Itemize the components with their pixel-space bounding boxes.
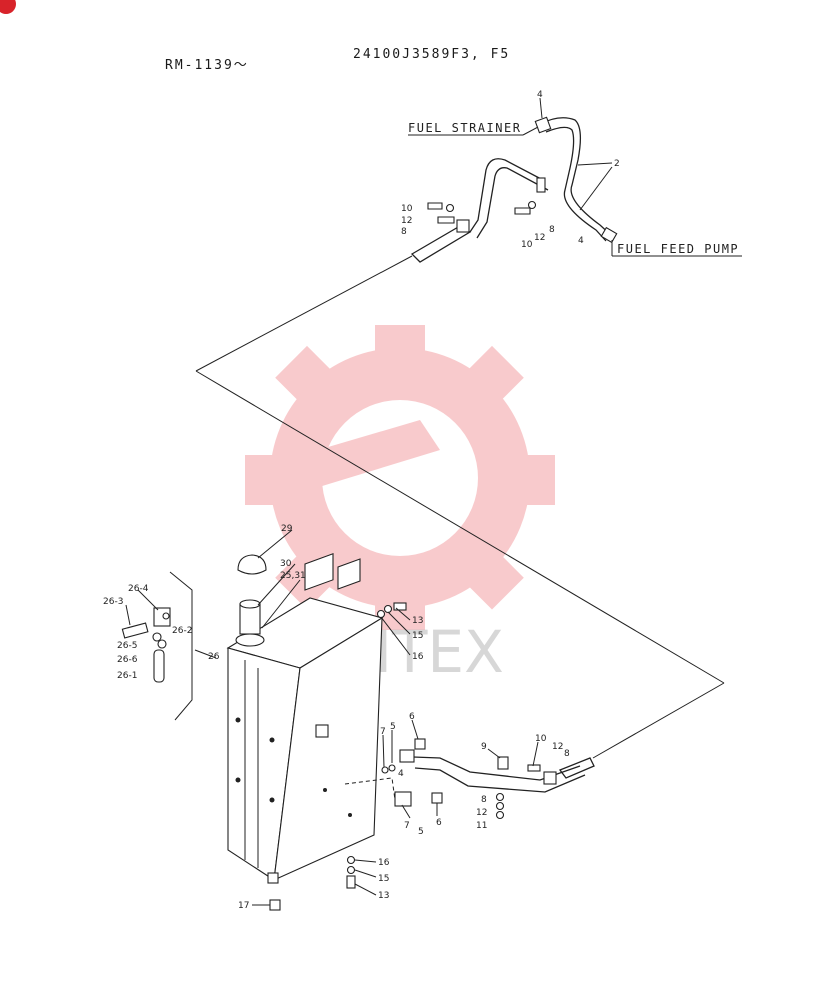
pipe-clamp	[536, 177, 546, 193]
label-10-mid: 10	[521, 240, 533, 250]
label-12-mid: 12	[534, 233, 545, 243]
label-26-1: 26-1	[117, 671, 137, 681]
label-4-pump: 4	[578, 236, 584, 246]
connection-leader-lines	[195, 255, 725, 759]
drain-plug	[269, 899, 281, 911]
label-10-top: 10	[401, 204, 413, 214]
label-26-3: 26-3	[103, 597, 123, 607]
upper-fuel-pipe-assembly	[408, 97, 742, 263]
lower-fuel-pipe-assembly	[344, 738, 595, 820]
label-15-top: 15	[412, 631, 423, 641]
label-13-bottom: 13	[378, 891, 389, 901]
fuel-tank	[226, 553, 384, 911]
label-8-top: 8	[401, 227, 407, 237]
label-4-lower: 4	[398, 769, 404, 779]
label-30: 30	[280, 559, 292, 569]
label-5-bottom: 5	[418, 827, 424, 837]
label-5-top: 5	[390, 722, 396, 732]
label-8-lower: 8	[481, 795, 487, 805]
label-8-right: 8	[549, 225, 555, 235]
label-26-6: 26-6	[117, 655, 138, 665]
label-16-top: 16	[412, 652, 424, 662]
breather-detail	[121, 571, 217, 721]
label-16-bottom: 16	[378, 858, 390, 868]
tank-plate-2	[337, 558, 361, 590]
fuel-feed-pump-label: FUEL FEED PUMP	[617, 242, 739, 256]
label-26-4: 26-4	[128, 584, 149, 594]
label-leaders	[125, 529, 539, 819]
label-2: 2	[614, 159, 620, 169]
label-26-2: 26-2	[172, 626, 192, 636]
model-range-label: RM-1139〜	[165, 58, 249, 73]
part-number-labels: FUEL STRAINER FUEL FEED PUMP 4 2 10 12 8…	[103, 90, 739, 911]
mounting-bolt-set-top	[376, 602, 411, 656]
label-17: 17	[238, 901, 249, 911]
label-10-lower: 10	[535, 734, 547, 744]
label-8-lower-right: 8	[564, 749, 570, 759]
label-12-lower-left: 12	[476, 808, 487, 818]
label-12-lower: 12	[552, 742, 563, 752]
label-11: 11	[476, 821, 487, 831]
label-6-top: 6	[409, 712, 415, 722]
label-15-bottom: 15	[378, 874, 389, 884]
tank-cap	[237, 554, 267, 575]
label-26-5: 26-5	[117, 641, 137, 651]
label-7-top: 7	[380, 727, 386, 737]
fuel-strainer-fitting	[534, 116, 552, 134]
label-9: 9	[481, 742, 487, 752]
label-29: 29	[281, 524, 293, 534]
label-6-bottom: 6	[436, 818, 442, 828]
tank-plate	[304, 553, 334, 591]
label-25-31: 25,31	[280, 571, 306, 581]
pipe-clamp-left	[456, 219, 470, 233]
fuel-strainer-label: FUEL STRAINER	[408, 121, 521, 135]
label-7-bottom: 7	[404, 821, 410, 831]
feed-pump-fitting	[600, 226, 618, 244]
label-4-top: 4	[537, 90, 543, 100]
part-code-label: 24100J3589F3, F5	[353, 47, 511, 62]
label-12-top: 12	[401, 216, 412, 226]
label-26: 26	[208, 652, 220, 662]
corner-badge-icon	[0, 0, 16, 14]
mounting-bolt-set-bottom	[346, 855, 377, 896]
label-13-top: 13	[412, 616, 423, 626]
watermark-logo	[245, 325, 555, 630]
